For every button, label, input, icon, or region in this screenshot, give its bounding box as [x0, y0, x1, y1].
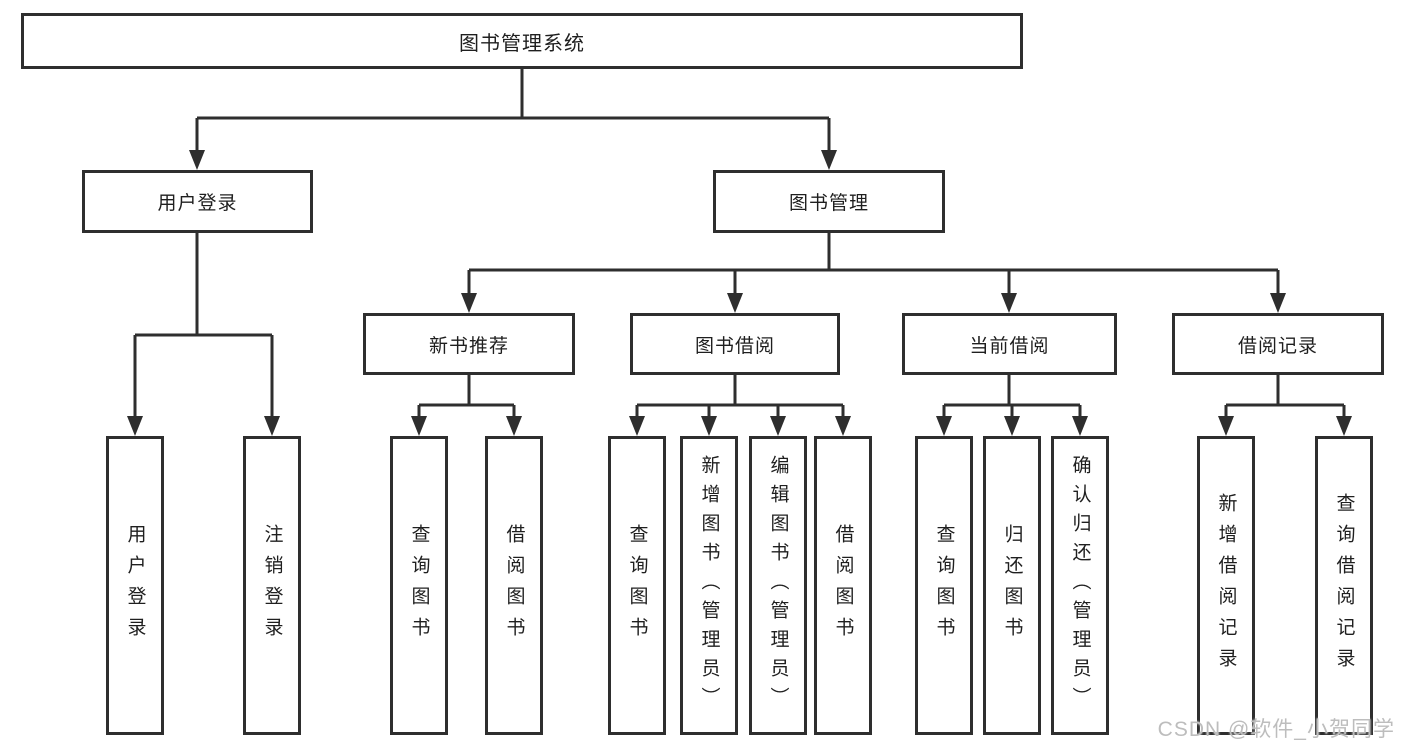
node-book-borrow: 图书借阅 [630, 313, 840, 375]
leaf-borrow-books: 借阅图书 [814, 436, 872, 735]
node-current-borrow-label: 当前借阅 [969, 335, 1050, 357]
leaf-query-books-borrow: 查询图书 [608, 436, 666, 735]
leaf-query-books-current-label: 查询图书 [933, 523, 955, 648]
leaf-confirm-return-admin-label: 确认归还（管理员） [1069, 455, 1091, 716]
leaf-add-borrow-record-label: 新增借阅记录 [1215, 492, 1237, 679]
edge-root-to-level2 [195, 69, 831, 152]
leaf-add-books-admin: 新增图书（管理员） [680, 436, 738, 735]
node-current-borrow: 当前借阅 [902, 313, 1117, 375]
leaf-add-borrow-record: 新增借阅记录 [1197, 436, 1255, 735]
edge-recommend-to-leaves [417, 375, 516, 418]
leaf-edit-books-admin-label: 编辑图书（管理员） [767, 455, 789, 716]
edge-userlogin-to-leaves [133, 233, 274, 418]
leaf-user-login-label: 用户登录 [124, 523, 146, 648]
leaf-borrow-books-label: 借阅图书 [832, 523, 854, 648]
csdn-watermark: CSDN @软件_小贺同学 [1157, 718, 1395, 741]
edge-bookmgmt-to-level3 [467, 233, 1280, 295]
node-new-book-recommend-label: 新书推荐 [428, 335, 509, 357]
edge-current-to-leaves [942, 375, 1082, 418]
node-new-book-recommend: 新书推荐 [363, 313, 575, 375]
leaf-return-books: 归还图书 [983, 436, 1041, 735]
leaf-user-login: 用户登录 [106, 436, 164, 735]
leaf-query-books-recommend: 查询图书 [390, 436, 448, 735]
node-book-management-label: 图书管理 [788, 193, 869, 214]
node-borrow-records: 借阅记录 [1172, 313, 1384, 375]
node-root-label: 图书管理系统 [459, 32, 585, 55]
node-root-library-system: 图书管理系统 [21, 13, 1023, 69]
node-book-borrow-label: 图书借阅 [694, 335, 775, 357]
edge-borrow-to-leaves [635, 375, 845, 418]
leaf-add-books-admin-label: 新增图书（管理员） [698, 455, 720, 716]
node-borrow-records-label: 借阅记录 [1237, 335, 1318, 357]
leaf-return-books-label: 归还图书 [1001, 523, 1023, 648]
leaf-query-books-borrow-label: 查询图书 [626, 523, 648, 648]
leaf-query-borrow-record-label: 查询借阅记录 [1333, 492, 1355, 679]
node-user-login: 用户登录 [82, 170, 313, 233]
leaf-confirm-return-admin: 确认归还（管理员） [1051, 436, 1109, 735]
node-user-login-label: 用户登录 [157, 193, 238, 214]
leaf-query-books-current: 查询图书 [915, 436, 973, 735]
leaf-logout-login-label: 注销登录 [261, 523, 283, 648]
leaf-borrow-books-recommend: 借阅图书 [485, 436, 543, 735]
leaf-logout-login: 注销登录 [243, 436, 301, 735]
leaf-borrow-books-recommend-label: 借阅图书 [503, 523, 525, 648]
leaf-query-books-recommend-label: 查询图书 [408, 523, 430, 648]
leaf-query-borrow-record: 查询借阅记录 [1315, 436, 1373, 735]
edge-records-to-leaves [1224, 375, 1346, 418]
leaf-edit-books-admin: 编辑图书（管理员） [749, 436, 807, 735]
node-book-management: 图书管理 [713, 170, 945, 233]
